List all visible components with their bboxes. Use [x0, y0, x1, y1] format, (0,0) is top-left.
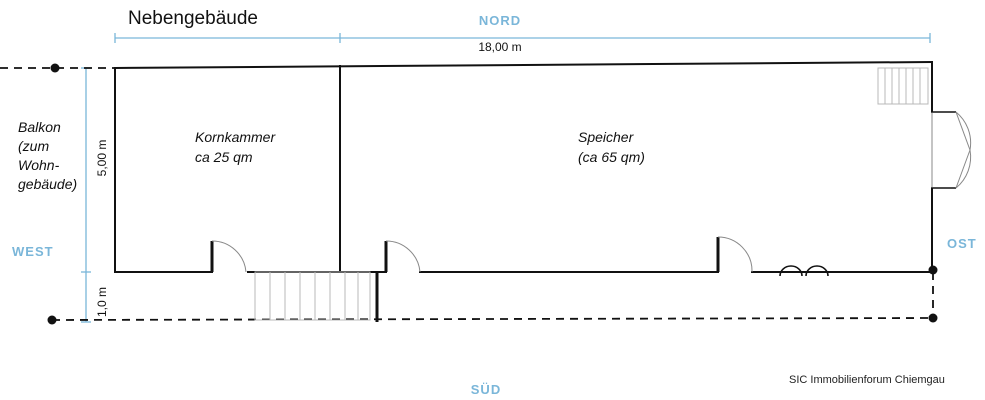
door-swing-speicher-left [385, 240, 421, 273]
svg-text:Balkon: Balkon [18, 119, 61, 135]
svg-text:Speicher: Speicher [578, 129, 635, 145]
exterior-stairs [254, 271, 371, 321]
door-swing-kornkammer [211, 240, 247, 273]
plan-title: Nebengebäude [128, 8, 258, 29]
room-label-speicher: Speicher (ca 65 qm) [578, 129, 645, 165]
east-double-door [931, 111, 972, 189]
balcony-depth-label: 1,0 m [95, 287, 109, 317]
svg-text:Kornkammer: Kornkammer [195, 129, 276, 145]
interior-stairs [877, 67, 929, 105]
compass-west-label: WEST [12, 244, 54, 259]
svg-text:gebäude): gebäude) [18, 176, 77, 192]
building-walls [113, 60, 934, 273]
door-swing-speicher-right [717, 236, 753, 273]
length-dimension-line [114, 33, 931, 43]
compass-east-label: OST [947, 236, 977, 251]
svg-text:ca 25 qm: ca 25 qm [195, 149, 253, 165]
balcony-boundary [0, 67, 934, 321]
balcony-label: Balkon (zum Wohn- gebäude) [18, 119, 77, 192]
credit-text: SIC Immobilienforum Chiemgau [789, 374, 945, 386]
door-jambs [210, 237, 720, 322]
depth-dimension-line [81, 67, 91, 323]
wall-symbol-arcs [779, 265, 829, 277]
length-dimension-label: 18,00 m [478, 40, 521, 54]
depth-dimension-label: 5,00 m [95, 140, 109, 177]
svg-text:(ca 65 qm): (ca 65 qm) [578, 149, 645, 165]
compass-north-label: NORD [479, 13, 521, 28]
room-label-kornkammer: Kornkammer ca 25 qm [195, 129, 276, 165]
svg-text:(zum: (zum [18, 138, 49, 154]
svg-text:Wohn-: Wohn- [18, 157, 60, 173]
compass-south-label: SÜD [471, 382, 501, 397]
boundary-corner-dots [47, 63, 938, 325]
